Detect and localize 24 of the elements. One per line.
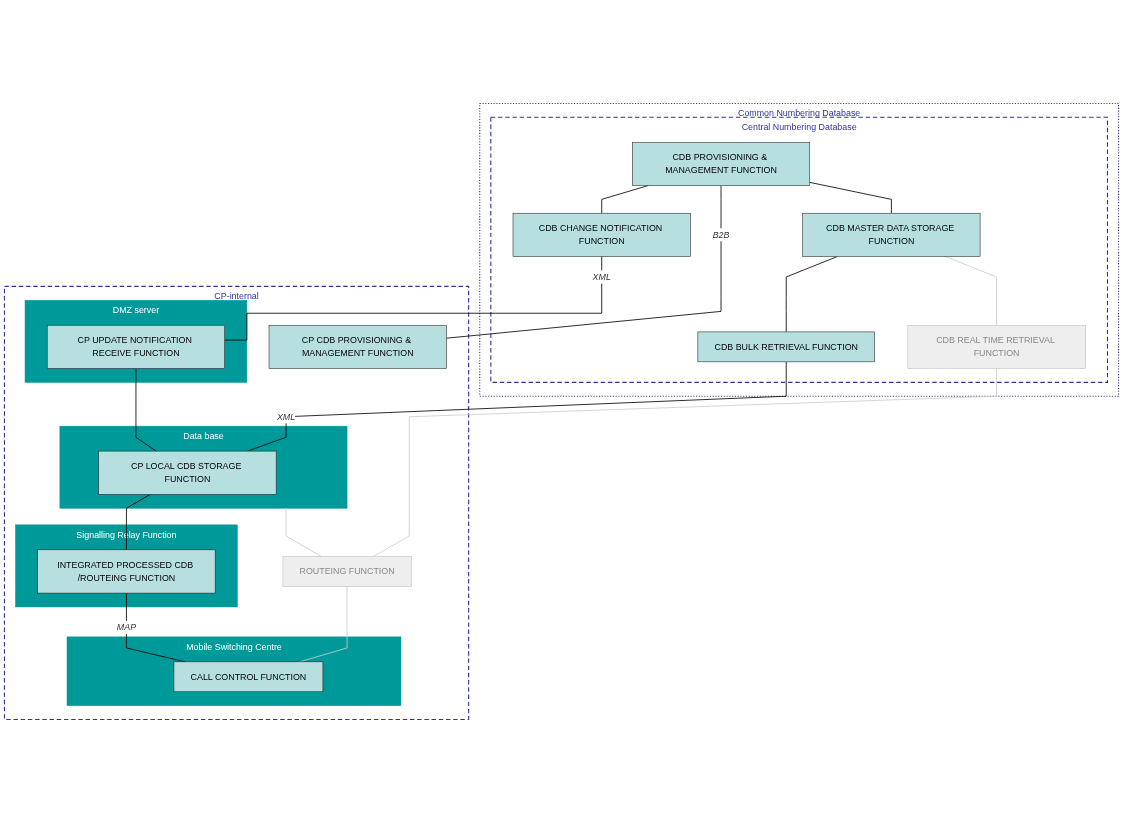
connector <box>372 368 997 557</box>
connector <box>126 494 151 551</box>
connector <box>785 256 838 333</box>
connector <box>247 361 787 452</box>
node-box: CDB PROVISIONING & MANAGEMENT FUNCTION <box>632 142 811 186</box>
connector <box>285 507 322 557</box>
edge-label: XML <box>276 411 296 422</box>
edge-label: MAP <box>116 622 137 632</box>
connector <box>135 368 157 452</box>
node-box: CP CDB PROVISIONING & MANAGEMENT FUNCTION <box>268 325 447 369</box>
node-box: CP LOCAL CDB STORAGE FUNCTION <box>98 450 277 495</box>
connector <box>809 181 892 214</box>
node-box: CP UPDATE NOTIFICATION RECEIVE FUNCTION <box>46 325 225 369</box>
node-box: CDB REAL TIME RETRIEVAL FUNCTION <box>907 325 1086 369</box>
node-box: CALL CONTROL FUNCTION <box>173 661 324 693</box>
edge-label: B2B <box>712 229 730 240</box>
node-box: CDB MASTER DATA STORAGE FUNCTION <box>802 213 981 257</box>
edge-label: XML <box>592 272 611 282</box>
node-box: INTEGRATED PROCESSED CDB /ROUTEING FUNCTION <box>37 549 216 594</box>
connector <box>446 185 722 339</box>
node-box: CDB BULK RETRIEVAL FUNCTION <box>697 331 875 363</box>
connector <box>224 256 603 341</box>
node-box: CDB CHANGE NOTIFICATION FUNCTION <box>512 213 691 257</box>
node-box: ROUTEING FUNCTION <box>282 556 412 587</box>
